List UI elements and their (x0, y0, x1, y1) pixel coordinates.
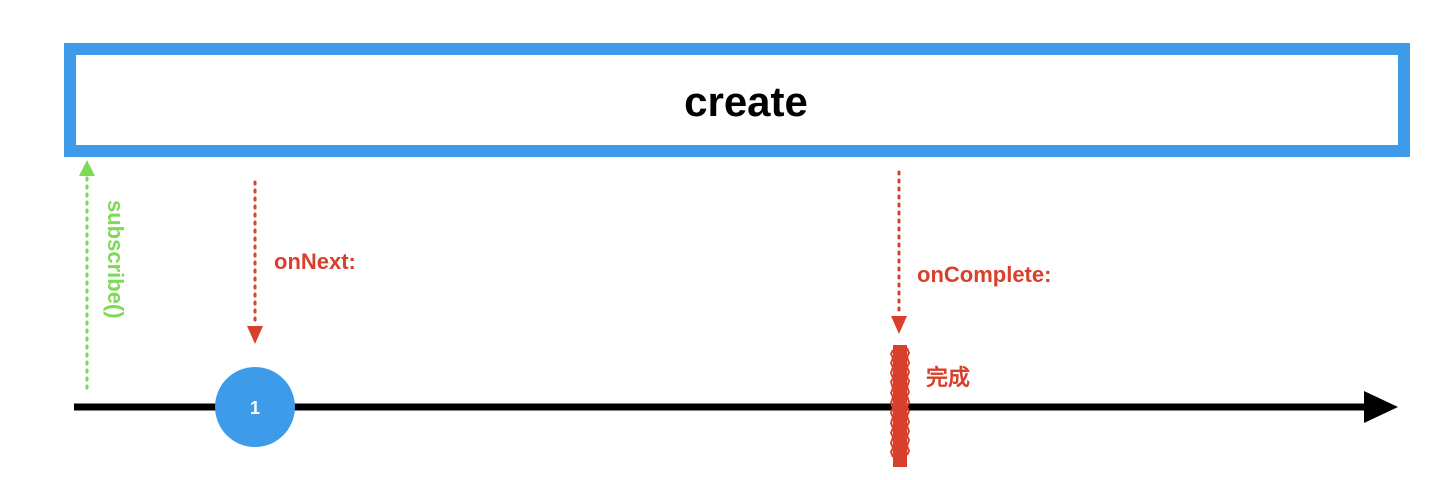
on-next-arrow-head (247, 326, 263, 344)
operator-label: create (684, 78, 808, 125)
completion-bar-rough-edge (889, 347, 911, 458)
marble-label: 1 (250, 398, 260, 418)
on-next-label: onNext: (274, 249, 356, 274)
subscribe-arrow-head (79, 160, 95, 176)
marble-circle (215, 367, 295, 447)
completion-label: 完成 (926, 365, 970, 390)
completion-marker: 完成 (889, 345, 970, 467)
operator-box-frame (64, 43, 1410, 157)
on-complete-arrow-head (891, 316, 907, 334)
completion-bar (893, 345, 907, 467)
on-next-arrow: onNext: (247, 180, 356, 344)
marble: 1 (215, 367, 295, 447)
subscribe-arrow: subscribe() (79, 160, 128, 390)
on-complete-arrow: onComplete: (891, 170, 1051, 334)
on-complete-label: onComplete: (917, 262, 1051, 287)
timeline-arrow-head (1364, 391, 1398, 423)
subscribe-label: subscribe() (103, 200, 128, 319)
operator-box: create (64, 43, 1410, 157)
